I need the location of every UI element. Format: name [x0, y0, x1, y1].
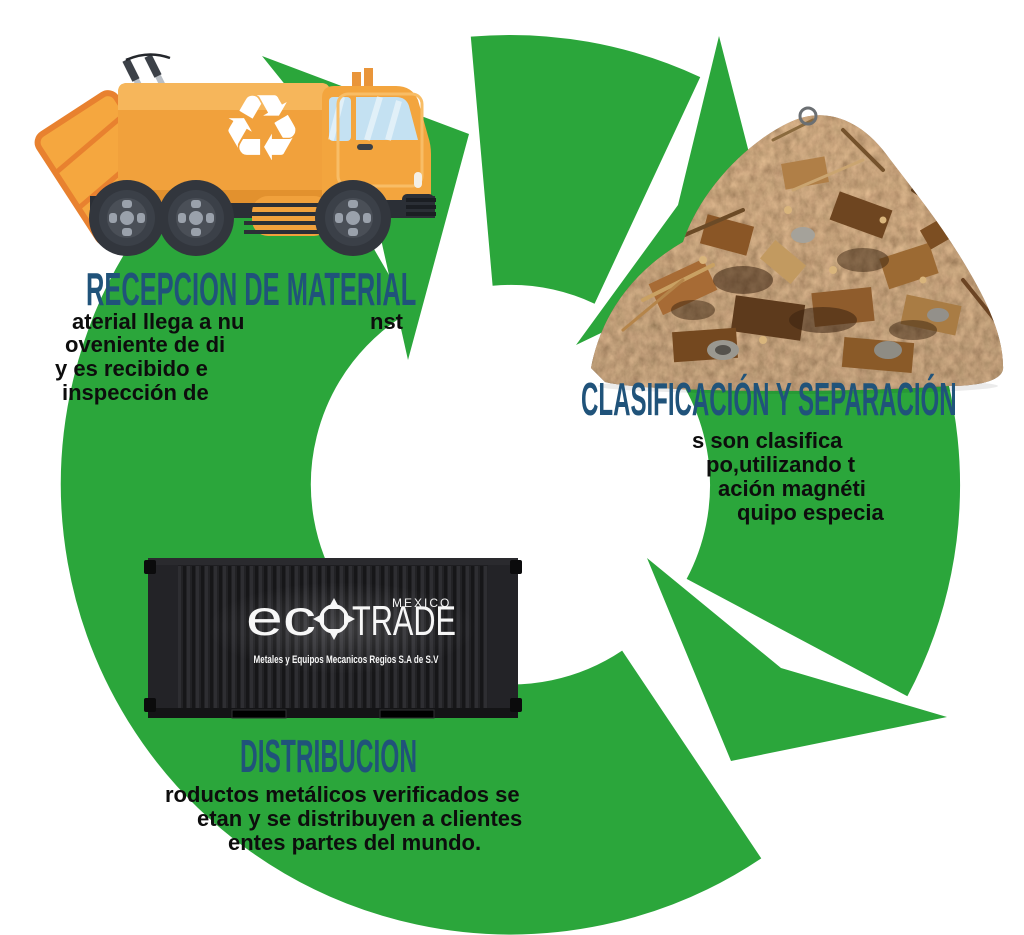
section-title-classification: CLASIFICACIÓN Y SEPARACIÓN — [581, 373, 957, 425]
classification-body-line-4: quipo especia — [737, 500, 884, 525]
container-brand-country: MEXICO — [392, 596, 451, 610]
truck-body — [118, 83, 330, 203]
cycle-arrowhead-bottom-right — [647, 558, 947, 761]
cycle-arc-top — [470, 34, 701, 305]
container-logo-gear-icon — [313, 598, 355, 640]
truck-door-handle — [357, 144, 373, 150]
classification-body-line-3: ación magnéti — [718, 476, 866, 501]
classification-body-line-1: s son clasifica — [692, 428, 843, 453]
section-title-distribution: DISTRIBUCION — [240, 730, 418, 782]
truck-recycle-icon: ♻ — [221, 75, 303, 182]
reception-body-line-3: y es recibido e — [55, 356, 208, 381]
container-brand-ec: ec — [246, 590, 316, 646]
reception-body-line-1: aterial llega a nu — [72, 309, 245, 334]
container-tagline: Metales y Equipos Mecanicos Regios S.A d… — [254, 654, 439, 666]
container-corner-fittings — [144, 560, 522, 712]
classification-body-line-2: po,utilizando t — [706, 452, 856, 477]
distribution-body-line-3: entes partes del mundo. — [228, 830, 482, 855]
distribution-body-line-2: etan y se distribuyen a clientes — [197, 806, 523, 831]
shipping-container-illustration: ec TRADE MEXICO Metales y Equipos Mecani… — [144, 558, 522, 719]
truck-headlight — [414, 172, 422, 188]
truck-door — [336, 92, 424, 188]
section-title-reception: RECEPCION DE MATERIAL — [86, 263, 417, 315]
scrap-wire-loop — [798, 106, 818, 126]
truck-front-bumper — [402, 194, 436, 218]
reception-body-line-4: inspección de — [62, 380, 209, 405]
distribution-body-line-1: roductos metálicos verificados se — [165, 782, 520, 807]
reception-body-line-1-cont: nst — [370, 309, 403, 334]
reception-body-line-2: oveniente de di — [65, 332, 226, 357]
garbage-truck-illustration: ♻ — [34, 53, 436, 256]
container-brand-trade: TRADE — [352, 597, 456, 644]
container-forklift-pockets — [231, 709, 435, 719]
truck-wheels — [89, 180, 391, 256]
scrap-pieces — [621, 118, 1004, 373]
scrap-metal-pile-photo — [591, 106, 1004, 394]
container-logo: ec TRADE MEXICO Metales y Equipos Mecani… — [246, 590, 456, 666]
truck-cab — [322, 68, 431, 200]
